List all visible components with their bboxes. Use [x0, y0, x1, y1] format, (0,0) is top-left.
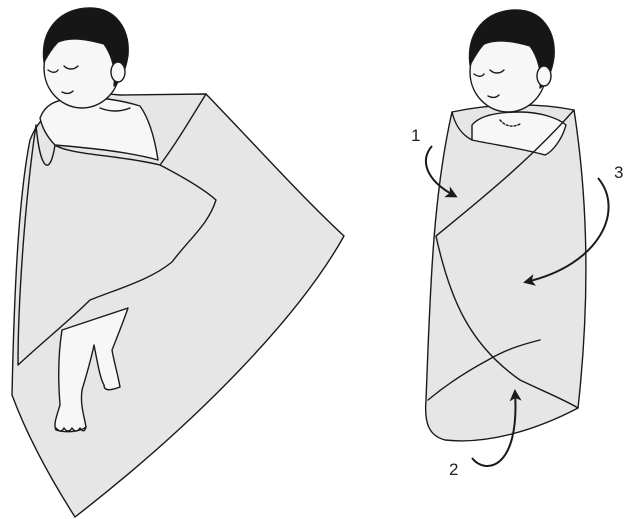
- swaddle-bundle: [426, 105, 586, 441]
- baby-partly-wrapped-figure: [12, 8, 344, 517]
- baby-ear: [111, 62, 125, 82]
- baby-ear-right: [537, 66, 551, 86]
- step-label-2: 2: [449, 460, 458, 479]
- baby-fully-swaddled-figure: [426, 10, 586, 441]
- step-label-3: 3: [614, 163, 623, 182]
- step-label-1: 1: [411, 126, 420, 145]
